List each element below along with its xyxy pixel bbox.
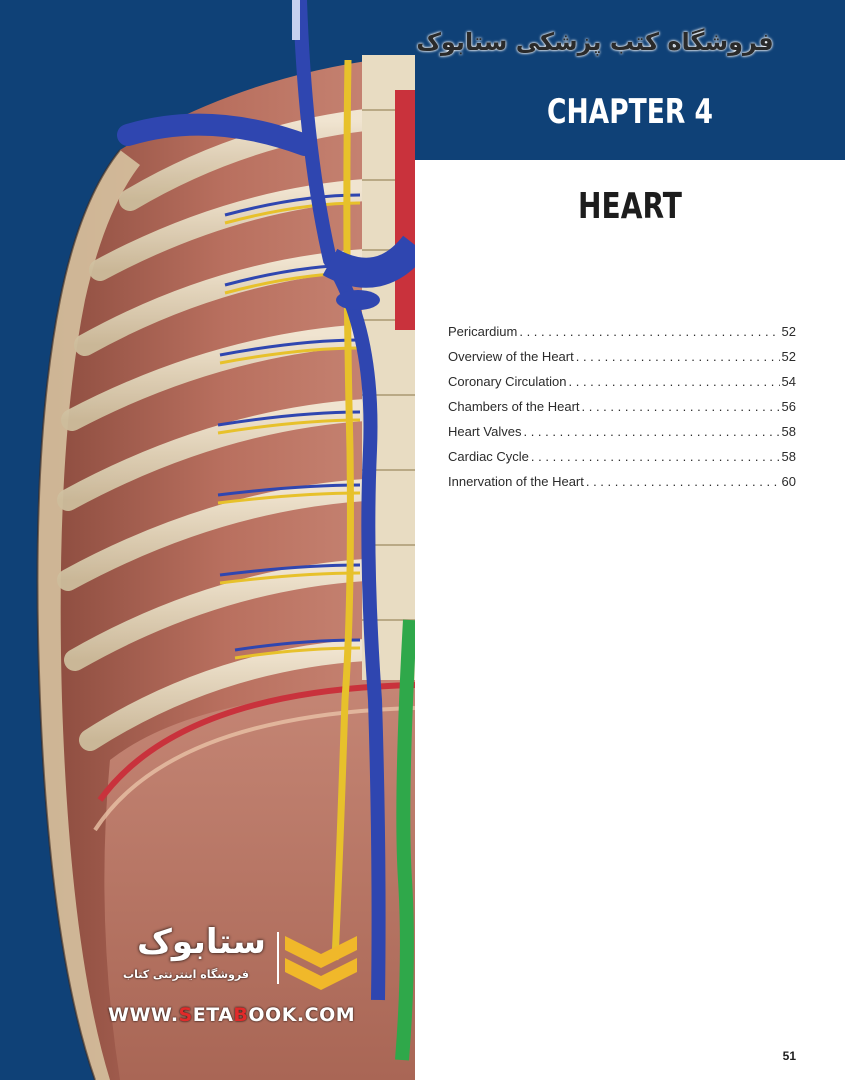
toc-entry: Coronary Circulation54 bbox=[448, 372, 796, 397]
toc-entry: Pericardium52 bbox=[448, 322, 796, 347]
toc-entry: Cardiac Cycle58 bbox=[448, 447, 796, 472]
setabook-watermark: ستابوک فروشگاه اینترنتی کتاب WWW.SETABOO… bbox=[96, 922, 366, 1034]
watermark-subtitle: فروشگاه اینترنتی کتاب bbox=[123, 968, 249, 981]
thorax-illustration: ستابوک فروشگاه اینترنتی کتاب WWW.SETABOO… bbox=[0, 0, 415, 1080]
watermark-url: WWW.SETABOOK.COM bbox=[108, 1004, 356, 1026]
table-of-contents: Pericardium52 Overview of the Heart52 Co… bbox=[448, 322, 796, 497]
toc-entry: Chambers of the Heart56 bbox=[448, 397, 796, 422]
setabook-logo-mark bbox=[277, 932, 357, 990]
toc-entry: Overview of the Heart52 bbox=[448, 347, 796, 372]
chapter-title: HEART bbox=[578, 186, 682, 227]
chapter-label: CHAPTER 4 bbox=[547, 92, 713, 132]
toc-entry: Heart Valves58 bbox=[448, 422, 796, 447]
store-banner-text: فروشگاه کتب پزشکی ستابوک bbox=[416, 28, 774, 56]
toc-entry: Innervation of the Heart60 bbox=[448, 472, 796, 497]
watermark-logo-name: ستابوک bbox=[137, 922, 266, 962]
thorax-anatomy-image bbox=[36, 0, 415, 1080]
page-number: 51 bbox=[782, 1049, 796, 1063]
chapter-header-band: CHAPTER 4 bbox=[415, 0, 845, 160]
